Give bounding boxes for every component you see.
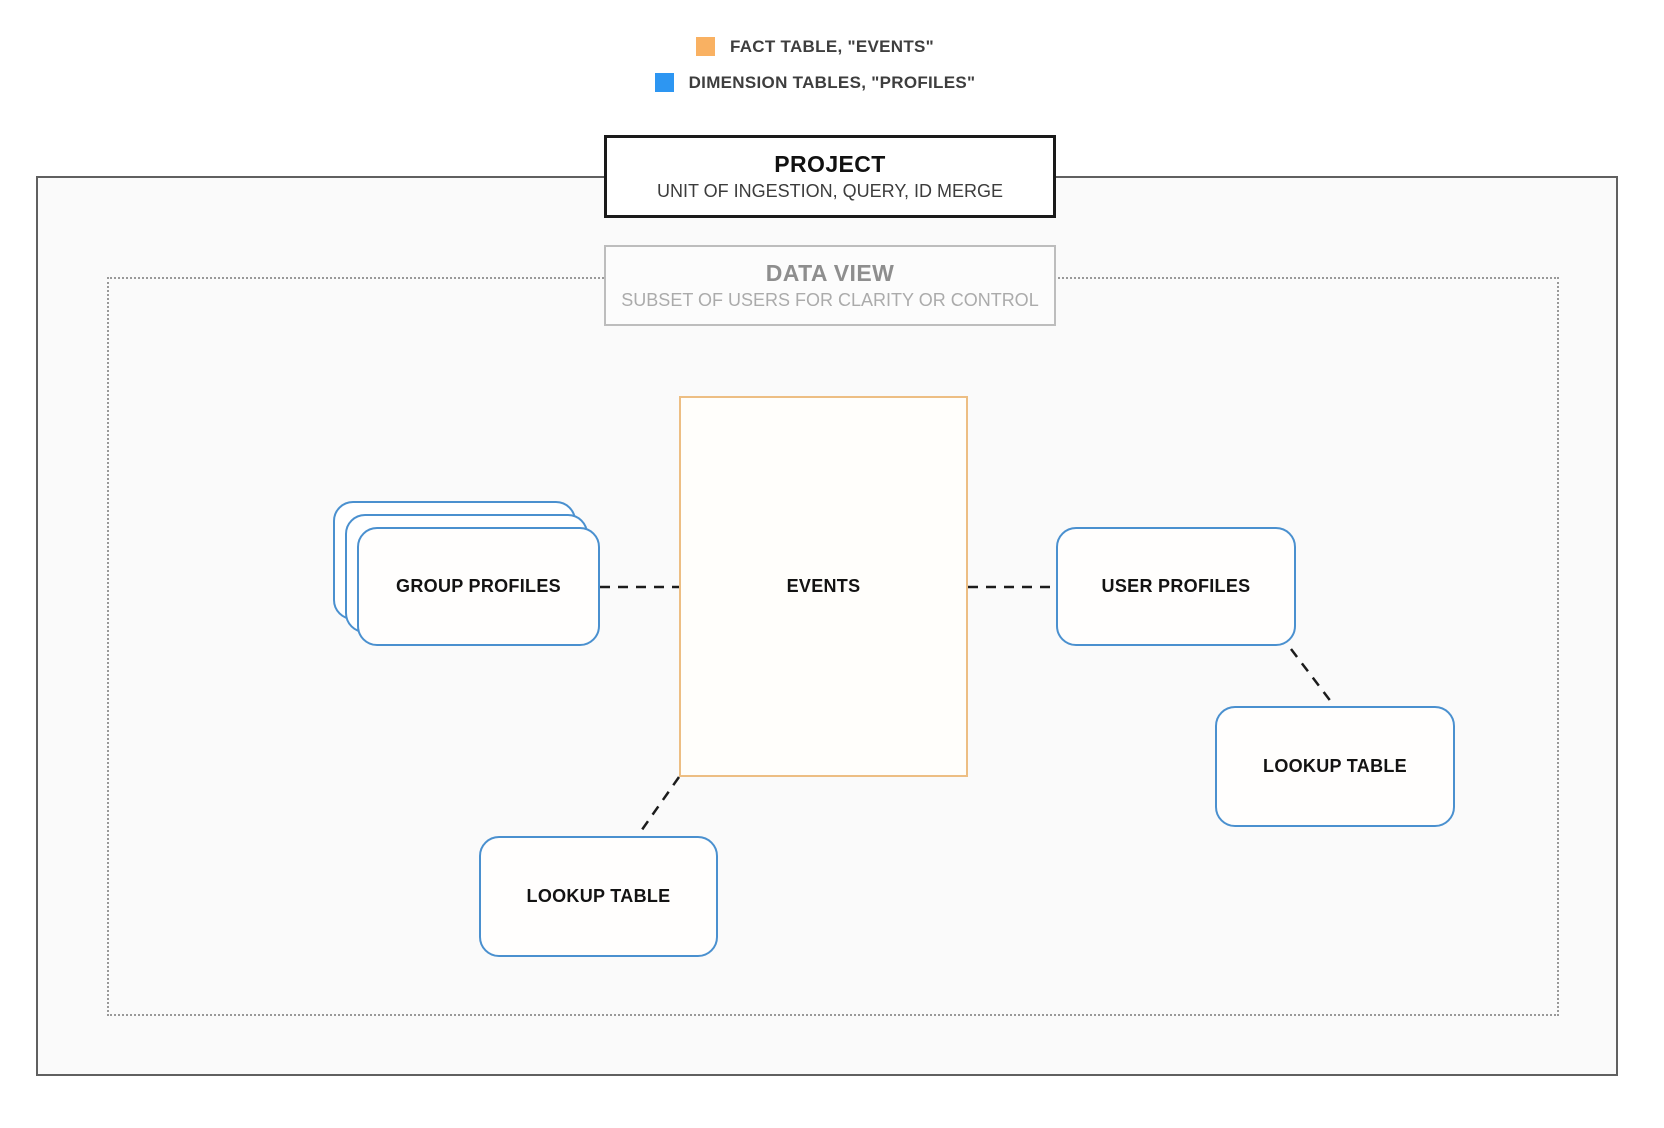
user-profiles-label: USER PROFILES (1101, 576, 1251, 596)
events-label: EVENTS (786, 576, 861, 596)
project-title: PROJECT (774, 151, 886, 177)
legend-dimension-tables-label: DIMENSION TABLES, "PROFILES" (688, 73, 976, 92)
project-subtitle: UNIT OF INGESTION, QUERY, ID MERGE (656, 181, 1004, 201)
node-events: EVENTS (679, 396, 968, 777)
data-view-title-box: DATA VIEW SUBSET OF USERS FOR CLARITY OR… (604, 245, 1056, 326)
data-view-subtitle: SUBSET OF USERS FOR CLARITY OR CONTROL (621, 290, 1039, 310)
legend-fact-table-label: FACT TABLE, "EVENTS" (729, 37, 935, 56)
project-title-box: PROJECT UNIT OF INGESTION, QUERY, ID MER… (604, 135, 1056, 218)
dimension-tables-swatch-icon (654, 73, 674, 92)
fact-table-swatch-icon (695, 37, 715, 56)
node-user-profiles: USER PROFILES (1056, 527, 1296, 646)
legend-item-dimension-tables: DIMENSION TABLES, "PROFILES" (654, 72, 976, 93)
node-group-profiles: GROUP PROFILES (357, 527, 600, 646)
lookup-table-right-label: LOOKUP TABLE (1263, 756, 1407, 776)
group-profiles-label: GROUP PROFILES (396, 576, 561, 596)
lookup-table-left-label: LOOKUP TABLE (526, 886, 671, 906)
legend: FACT TABLE, "EVENTS" DIMENSION TABLES, "… (0, 36, 1647, 93)
legend-item-fact-table: FACT TABLE, "EVENTS" (695, 36, 935, 57)
node-lookup-table-right: LOOKUP TABLE (1215, 706, 1455, 827)
node-lookup-table-left: LOOKUP TABLE (479, 836, 718, 957)
data-view-title: DATA VIEW (765, 260, 895, 286)
